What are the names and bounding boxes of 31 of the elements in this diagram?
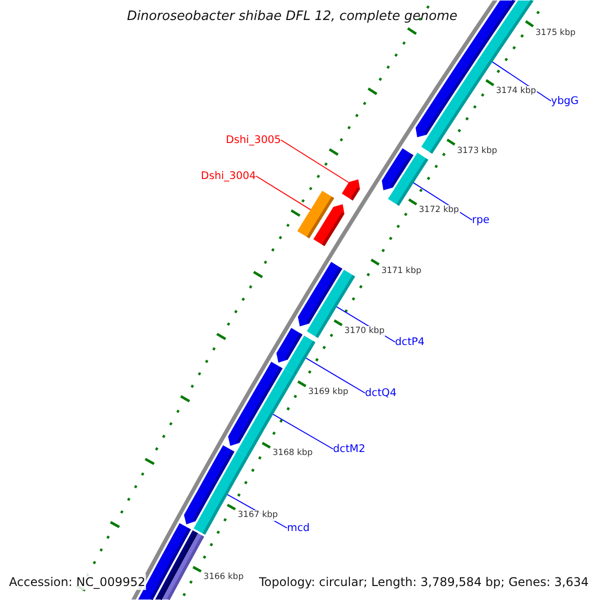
gene-label: dctP4 (395, 336, 425, 348)
scale-label: 3175 kbp (534, 28, 577, 39)
scale-label: 3169 kbp (307, 387, 350, 398)
leader-line (492, 61, 552, 102)
gene-label: Dshi_3005 (226, 134, 281, 146)
gene-label: Dshi_3004 (200, 170, 256, 182)
leader-line (306, 358, 366, 394)
leader-line (272, 414, 334, 450)
scale-label: 3171 kbp (380, 266, 422, 277)
leader-line (280, 140, 350, 183)
gene-bar (162, 533, 204, 600)
scale-label: 3170 kbp (343, 326, 386, 338)
gene-bar (313, 204, 344, 246)
gene-bar (342, 179, 360, 200)
leader-line (256, 176, 311, 210)
gene-label: dctQ4 (365, 386, 396, 400)
scale-label: 3167 kbp (236, 510, 279, 522)
gene-bar (284, 336, 316, 376)
gene-label: ybgG (551, 94, 579, 108)
scale-label: 3172 kbp (418, 205, 460, 216)
scale-label: 3173 kbp (456, 146, 498, 157)
gene-label: mcd (287, 522, 310, 534)
scale-label: 3174 kbp (494, 86, 538, 98)
gene-label: dctM2 (333, 442, 366, 456)
gene-bar (388, 152, 428, 206)
scale-label: 3168 kbp (272, 448, 314, 460)
gene-label: rpe (472, 214, 490, 226)
scale-label: 3166 kbp (202, 572, 245, 584)
title: Dinoroseobacter shibae DFL 12, complete genome (127, 9, 458, 25)
genome-info-text: Topology: circular; Length: 3,789,584 bp; Genes: 3,634 (258, 574, 590, 590)
accession-text: Accession: NC_009952 (8, 574, 146, 590)
